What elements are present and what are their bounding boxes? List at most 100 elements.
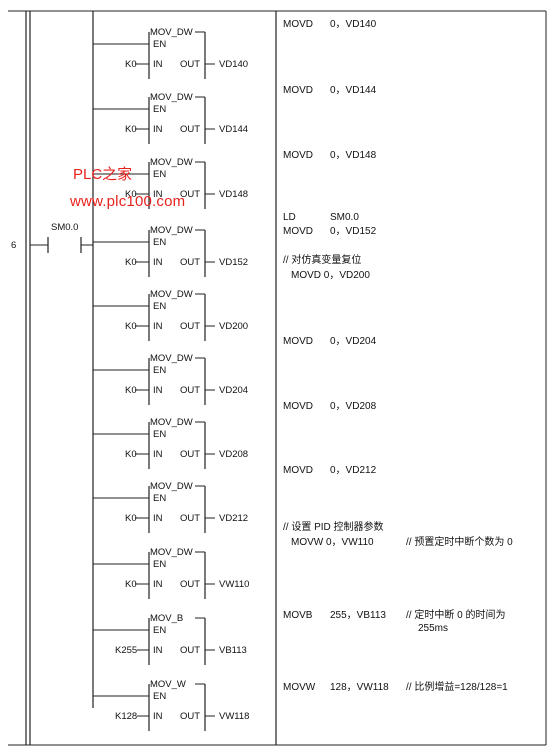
block-out-label: OUT [180,449,200,460]
il-segment: 0，VD204 [330,336,377,347]
il-segment: MOVD [283,226,313,237]
block-out-label: OUT [180,385,200,396]
il-segment: MOVD 0，VD200 [291,270,370,281]
block-title: MOV_DW [150,547,193,558]
block-en-label: EN [153,625,166,636]
block-in-operand: K0 [125,513,137,524]
block-title: MOV_W [150,679,186,690]
block-in-operand: K0 [125,59,137,70]
contact-label: SM0.0 [51,222,78,233]
block-title: MOV_B [150,613,183,624]
block-in-label: IN [153,124,163,135]
block-out-operand: VD152 [219,257,248,268]
il-segment: // 比例增益=128/128=1 [406,682,508,693]
block-in-operand: K0 [125,449,137,460]
il-segment: MOVD [283,85,313,96]
il-segment: MOVD [283,336,313,347]
block-out-label: OUT [180,579,200,590]
block-out-operand: VD200 [219,321,248,332]
block-en-label: EN [153,559,166,570]
block-out-operand: VW118 [219,711,249,722]
il-segment: MOVD [283,150,313,161]
il-segment: MOVB [283,610,313,621]
il-segment: MOVW [283,682,316,693]
block-in-label: IN [153,59,163,70]
block-in-operand: K128 [115,711,137,722]
block-en-label: EN [153,301,166,312]
block-in-operand: K0 [125,579,137,590]
il-segment: 128，VW118 [330,682,389,693]
il-segment: 0，VD212 [330,465,377,476]
block-in-operand: K0 [125,385,137,396]
block-en-label: EN [153,365,166,376]
block-title: MOV_DW [150,481,193,492]
block-in-label: IN [153,385,163,396]
block-en-label: EN [153,237,166,248]
block-en-label: EN [153,169,166,180]
block-title: MOV_DW [150,225,193,236]
il-segment: 0，VD140 [330,19,377,30]
block-en-label: EN [153,691,166,702]
block-en-label: EN [153,104,166,115]
block-out-operand: VD144 [219,124,248,135]
block-title: MOV_DW [150,27,193,38]
il-segment: 255ms [418,623,449,634]
block-in-label: IN [153,189,163,200]
block-out-label: OUT [180,59,200,70]
il-segment: SM0.0 [330,212,359,223]
block-in-operand: K0 [125,321,137,332]
move-block: MOV_WEN IN OUT K128 VW118 [93,679,249,731]
block-out-label: OUT [180,513,200,524]
block-in-label: IN [153,257,163,268]
network-number: 6 [11,240,16,251]
block-title: MOV_DW [150,289,193,300]
block-en-label: EN [153,493,166,504]
block-in-operand: K255 [115,645,137,656]
block-out-label: OUT [180,189,200,200]
il-segment: MOVW 0，VW110 [291,537,374,548]
block-in-operand: K0 [125,189,137,200]
block-out-label: OUT [180,711,200,722]
block-en-label: EN [153,429,166,440]
block-in-label: IN [153,645,163,656]
block-out-label: OUT [180,321,200,332]
il-segment: MOVD [283,19,313,30]
block-out-label: OUT [180,124,200,135]
block-in-label: IN [153,513,163,524]
block-out-operand: VB113 [219,645,247,656]
block-out-operand: VD204 [219,385,248,396]
block-title: MOV_DW [150,92,193,103]
block-in-operand: K0 [125,124,137,135]
block-title: MOV_DW [150,417,193,428]
block-out-label: OUT [180,257,200,268]
watermark-line1: PLC之家 [73,166,133,183]
il-segment: MOVD [283,401,313,412]
block-out-operand: VD212 [219,513,248,524]
block-in-label: IN [153,711,163,722]
block-en-label: EN [153,39,166,50]
block-in-operand: K0 [125,257,137,268]
il-segment: // 设置 PID 控制器参数 [283,522,384,533]
block-out-operand: VD140 [219,59,248,70]
block-out-operand: VD148 [219,189,248,200]
il-segment: // 对仿真变量复位 [283,255,362,266]
il-segment: 0，VD208 [330,401,377,412]
block-out-operand: VW110 [219,579,249,590]
block-in-label: IN [153,579,163,590]
il-segment: // 预置定时中断个数为 0 [406,537,513,548]
block-in-label: IN [153,321,163,332]
il-segment: MOVD [283,465,313,476]
block-in-label: IN [153,449,163,460]
il-segment: LD [283,212,296,223]
